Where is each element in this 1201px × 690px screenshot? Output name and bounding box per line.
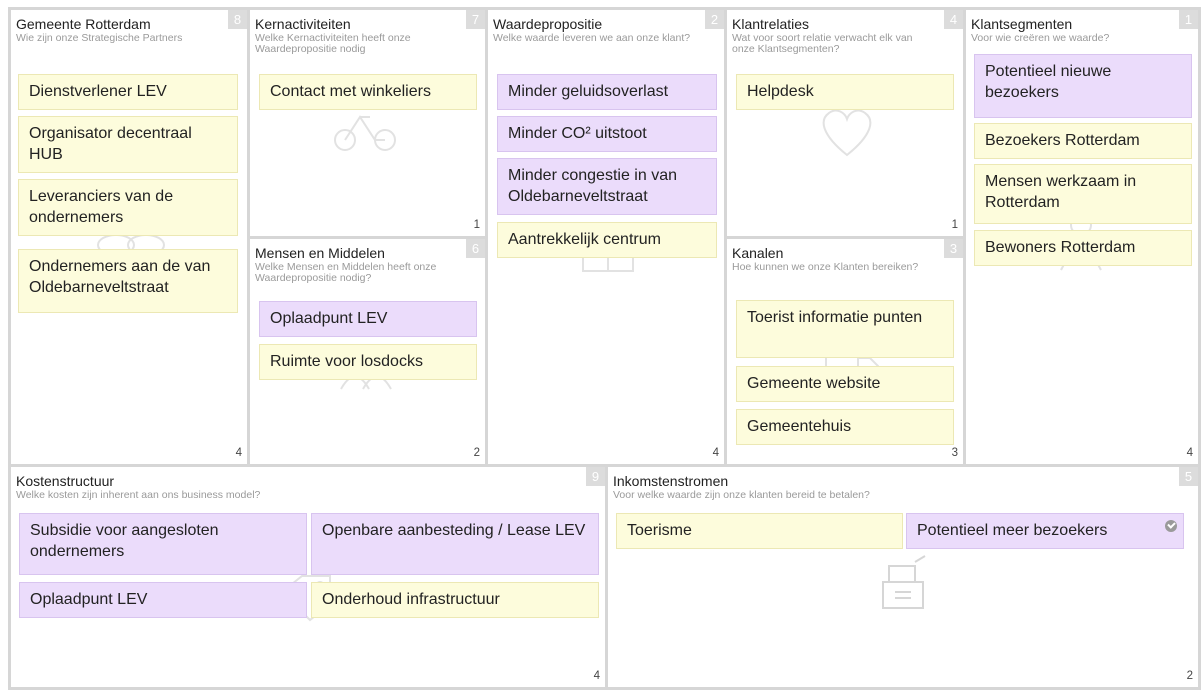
section-number-badge: 3	[944, 239, 963, 258]
section-number-badge: 4	[944, 10, 963, 29]
sticky-note[interactable]: Bewoners Rotterdam	[974, 230, 1192, 266]
sticky-note[interactable]: Leveranciers van de ondernemers	[18, 179, 238, 236]
sticky-note[interactable]: Subsidie voor aangesloten ondernemers	[19, 513, 307, 575]
section-title: Waardepropositie	[493, 16, 603, 32]
sticky-note[interactable]: Toerist informatie punten	[736, 300, 954, 358]
sticky-note[interactable]: Oplaadpunt LEV	[19, 582, 307, 618]
note-count: 3	[951, 447, 958, 459]
sticky-note-text: Potentieel meer bezoekers	[917, 522, 1108, 539]
section-customer-relationships[interactable]: Klantrelaties Wat voor soort relatie ver…	[724, 7, 966, 239]
sticky-note[interactable]: Helpdesk	[736, 74, 954, 110]
note-count: 4	[593, 670, 600, 682]
section-number-badge: 9	[586, 467, 605, 486]
section-revenue-streams[interactable]: Inkomstenstromen Voor welke waarde zijn …	[605, 464, 1201, 690]
section-subtitle: Welke Mensen en Middelen heeft onze Waar…	[255, 261, 437, 284]
sticky-note[interactable]: Gemeente website	[736, 366, 954, 402]
check-icon[interactable]	[1165, 520, 1177, 532]
section-partners[interactable]: Gemeente Rotterdam Wie zijn onze Strateg…	[8, 7, 250, 467]
sticky-note[interactable]: Contact met winkeliers	[259, 74, 477, 110]
section-number-badge: 7	[466, 10, 485, 29]
section-subtitle: Hoe kunnen we onze Klanten bereiken?	[732, 261, 919, 273]
heart-icon	[822, 109, 872, 157]
sticky-note[interactable]: Onderhoud infrastructuur	[311, 582, 599, 618]
section-number-badge: 1	[1179, 10, 1198, 29]
section-activities[interactable]: Kernactiviteiten Welke Kernactiviteiten …	[247, 7, 488, 239]
sticky-note[interactable]: Oplaadpunt LEV	[259, 301, 477, 337]
sticky-note[interactable]: Minder CO² uitstoot	[497, 116, 717, 152]
sticky-note[interactable]: Openbare aanbesteding / Lease LEV	[311, 513, 599, 575]
section-title: Klantsegmenten	[971, 16, 1073, 32]
section-value-proposition[interactable]: Waardepropositie Welke waarde leveren we…	[485, 7, 727, 467]
sticky-note[interactable]: Organisator decentraal HUB	[18, 116, 238, 173]
section-title: Gemeente Rotterdam	[16, 16, 151, 32]
section-channels[interactable]: Kanalen Hoe kunnen we onze Klanten berei…	[724, 236, 966, 467]
sticky-note[interactable]: Potentieel nieuwe bezoekers	[974, 54, 1192, 118]
section-number-badge: 8	[228, 10, 247, 29]
cash-register-icon	[882, 555, 926, 609]
sticky-note[interactable]: Bezoekers Rotterdam	[974, 123, 1192, 159]
section-title: Inkomstenstromen	[613, 473, 729, 489]
section-number-badge: 6	[466, 239, 485, 258]
section-title: Mensen en Middelen	[255, 245, 385, 261]
sticky-note[interactable]: Dienstverlener LEV	[18, 74, 238, 110]
section-resources[interactable]: Mensen en Middelen Welke Mensen en Midde…	[247, 236, 488, 467]
sticky-note[interactable]: Potentieel meer bezoekers	[906, 513, 1184, 549]
sticky-note[interactable]: Aantrekkelijk centrum	[497, 222, 717, 258]
sticky-note[interactable]: Mensen werkzaam in Rotterdam	[974, 164, 1192, 224]
section-subtitle: Welke kosten zijn inherent aan ons busin…	[16, 489, 261, 501]
section-title: Klantrelaties	[732, 16, 810, 32]
section-number-badge: 2	[705, 10, 724, 29]
sticky-note[interactable]: Minder geluidsoverlast	[497, 74, 717, 110]
sticky-note[interactable]: Gemeentehuis	[736, 409, 954, 445]
section-subtitle: Wat voor soort relatie verwacht elk van …	[732, 32, 913, 55]
section-subtitle: Voor welke waarde zijn onze klanten bere…	[613, 489, 870, 501]
section-cost-structure[interactable]: Kostenstructuur Welke kosten zijn inhere…	[8, 464, 608, 690]
note-count: 4	[235, 447, 242, 459]
section-subtitle: Welke waarde leveren we aan onze klant?	[493, 32, 691, 44]
sticky-note[interactable]: Minder congestie in van Oldebarneveltstr…	[497, 158, 717, 215]
section-title: Kostenstructuur	[16, 473, 115, 489]
note-count: 4	[712, 447, 719, 459]
sticky-note[interactable]: Ondernemers aan de van Oldebarneveltstra…	[18, 249, 238, 313]
note-count: 4	[1186, 447, 1193, 459]
section-subtitle: Welke Kernactiviteiten heeft onze Waarde…	[255, 32, 411, 55]
bicycle-icon	[334, 115, 396, 151]
section-title: Kernactiviteiten	[255, 16, 351, 32]
section-number-badge: 5	[1179, 467, 1198, 486]
note-count: 2	[473, 447, 480, 459]
section-customer-segments[interactable]: Klantsegmenten Voor wie creëren we waard…	[963, 7, 1201, 467]
section-title: Kanalen	[732, 245, 784, 261]
note-count: 1	[951, 219, 958, 231]
sticky-note[interactable]: Toerisme	[616, 513, 903, 549]
section-subtitle: Voor wie creëren we waarde?	[971, 32, 1110, 44]
note-count: 2	[1186, 670, 1193, 682]
note-count: 1	[473, 219, 480, 231]
section-subtitle: Wie zijn onze Strategische Partners	[16, 32, 183, 44]
sticky-note[interactable]: Ruimte voor losdocks	[259, 344, 477, 380]
